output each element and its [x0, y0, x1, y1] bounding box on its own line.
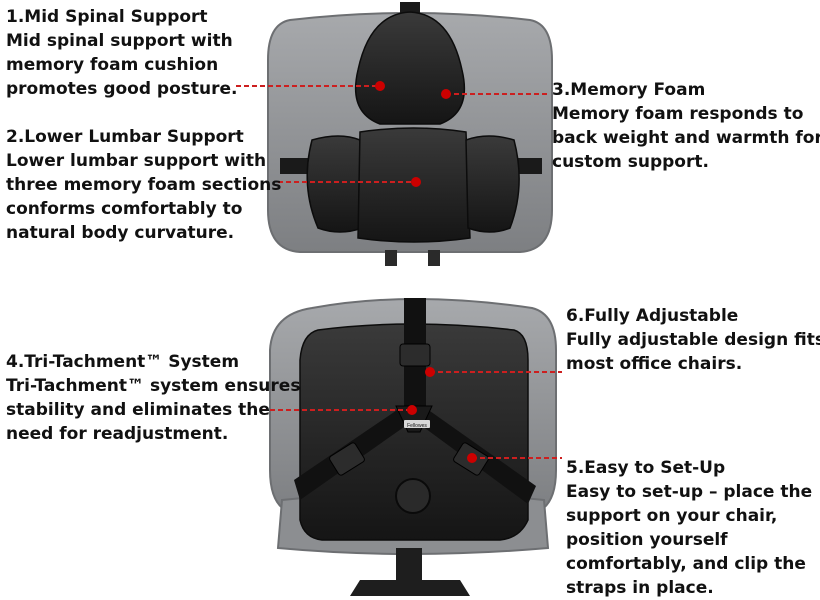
callout-line: most office chairs.	[566, 354, 743, 374]
brand-tag	[404, 420, 430, 428]
callout-line: position yourself	[566, 530, 728, 550]
lumbar-right-section	[465, 135, 520, 233]
marker-dot-1	[375, 81, 385, 91]
callout-line: straps in place.	[566, 578, 714, 598]
brand-tag-text: Fellowes	[407, 423, 427, 429]
callout-line: Easy to set-up – place the	[566, 482, 813, 502]
lumbar-left-section	[306, 135, 363, 233]
callout-line: custom support.	[552, 152, 709, 172]
callout-line: Mid spinal support with	[6, 31, 233, 51]
marker-dot-2	[411, 177, 421, 187]
callout-title: 5.Easy to Set-Up	[566, 458, 726, 478]
callout-line: Tri-Tachment™ system ensures	[6, 376, 301, 396]
callout-title: 4.Tri-Tachment™ System	[6, 352, 240, 372]
marker-dot-6	[425, 367, 435, 377]
marker-dot-4	[407, 405, 417, 415]
callout-line: promotes good posture.	[6, 79, 238, 99]
callout-lower-lumbar-support: 2.Lower Lumbar Support Lower lumbar supp…	[6, 125, 281, 245]
callout-line: Memory foam responds to	[552, 104, 804, 124]
bottom-product-image: Fellowes	[269, 298, 557, 596]
leader-lines	[236, 85, 562, 459]
callout-memory-foam: 3.Memory Foam Memory foam responds to ba…	[552, 78, 820, 174]
marker-dot-3	[441, 89, 451, 99]
callout-line: Fully adjustable design fits	[566, 330, 820, 350]
callout-easy-to-set-up: 5.Easy to Set-Up Easy to set-up – place …	[566, 456, 812, 600]
callout-title: 2.Lower Lumbar Support	[6, 127, 244, 147]
top-chair-stem-right	[428, 250, 440, 266]
bottom-top-buckle	[399, 343, 431, 367]
callout-line: need for readjustment.	[6, 424, 229, 444]
marker-dot-5	[467, 453, 477, 463]
bottom-chair-base	[350, 580, 470, 596]
callout-line: comfortably, and clip the	[566, 554, 806, 574]
callout-line: support on your chair,	[566, 506, 778, 526]
callout-title: 1.Mid Spinal Support	[6, 7, 208, 27]
callout-line: conforms comfortably to	[6, 199, 243, 219]
callout-line: stability and eliminates the	[6, 400, 270, 420]
callout-line: natural body curvature.	[6, 223, 235, 243]
top-chair-stem-left	[385, 250, 397, 266]
callout-line: Lower lumbar support with	[6, 151, 267, 171]
callout-title: 6.Fully Adjustable	[566, 306, 739, 326]
callout-line: three memory foam sections	[6, 175, 282, 195]
bottom-left-buckle	[329, 442, 365, 476]
mid-spinal-cushion	[354, 11, 466, 125]
callout-mid-spinal-support: 1.Mid Spinal Support Mid spinal support …	[6, 5, 238, 101]
marker-dots	[375, 81, 477, 463]
lumbar-knob	[395, 478, 431, 514]
callout-fully-adjustable: 6.Fully Adjustable Fully adjustable desi…	[566, 304, 820, 376]
top-product-image	[267, 2, 553, 266]
callout-title: 3.Memory Foam	[552, 80, 706, 100]
callout-line: memory foam cushion	[6, 55, 219, 75]
callout-tri-tachment-system: 4.Tri-Tachment™ System Tri-Tachment™ sys…	[6, 350, 300, 446]
callout-line: back weight and warmth for	[552, 128, 820, 148]
